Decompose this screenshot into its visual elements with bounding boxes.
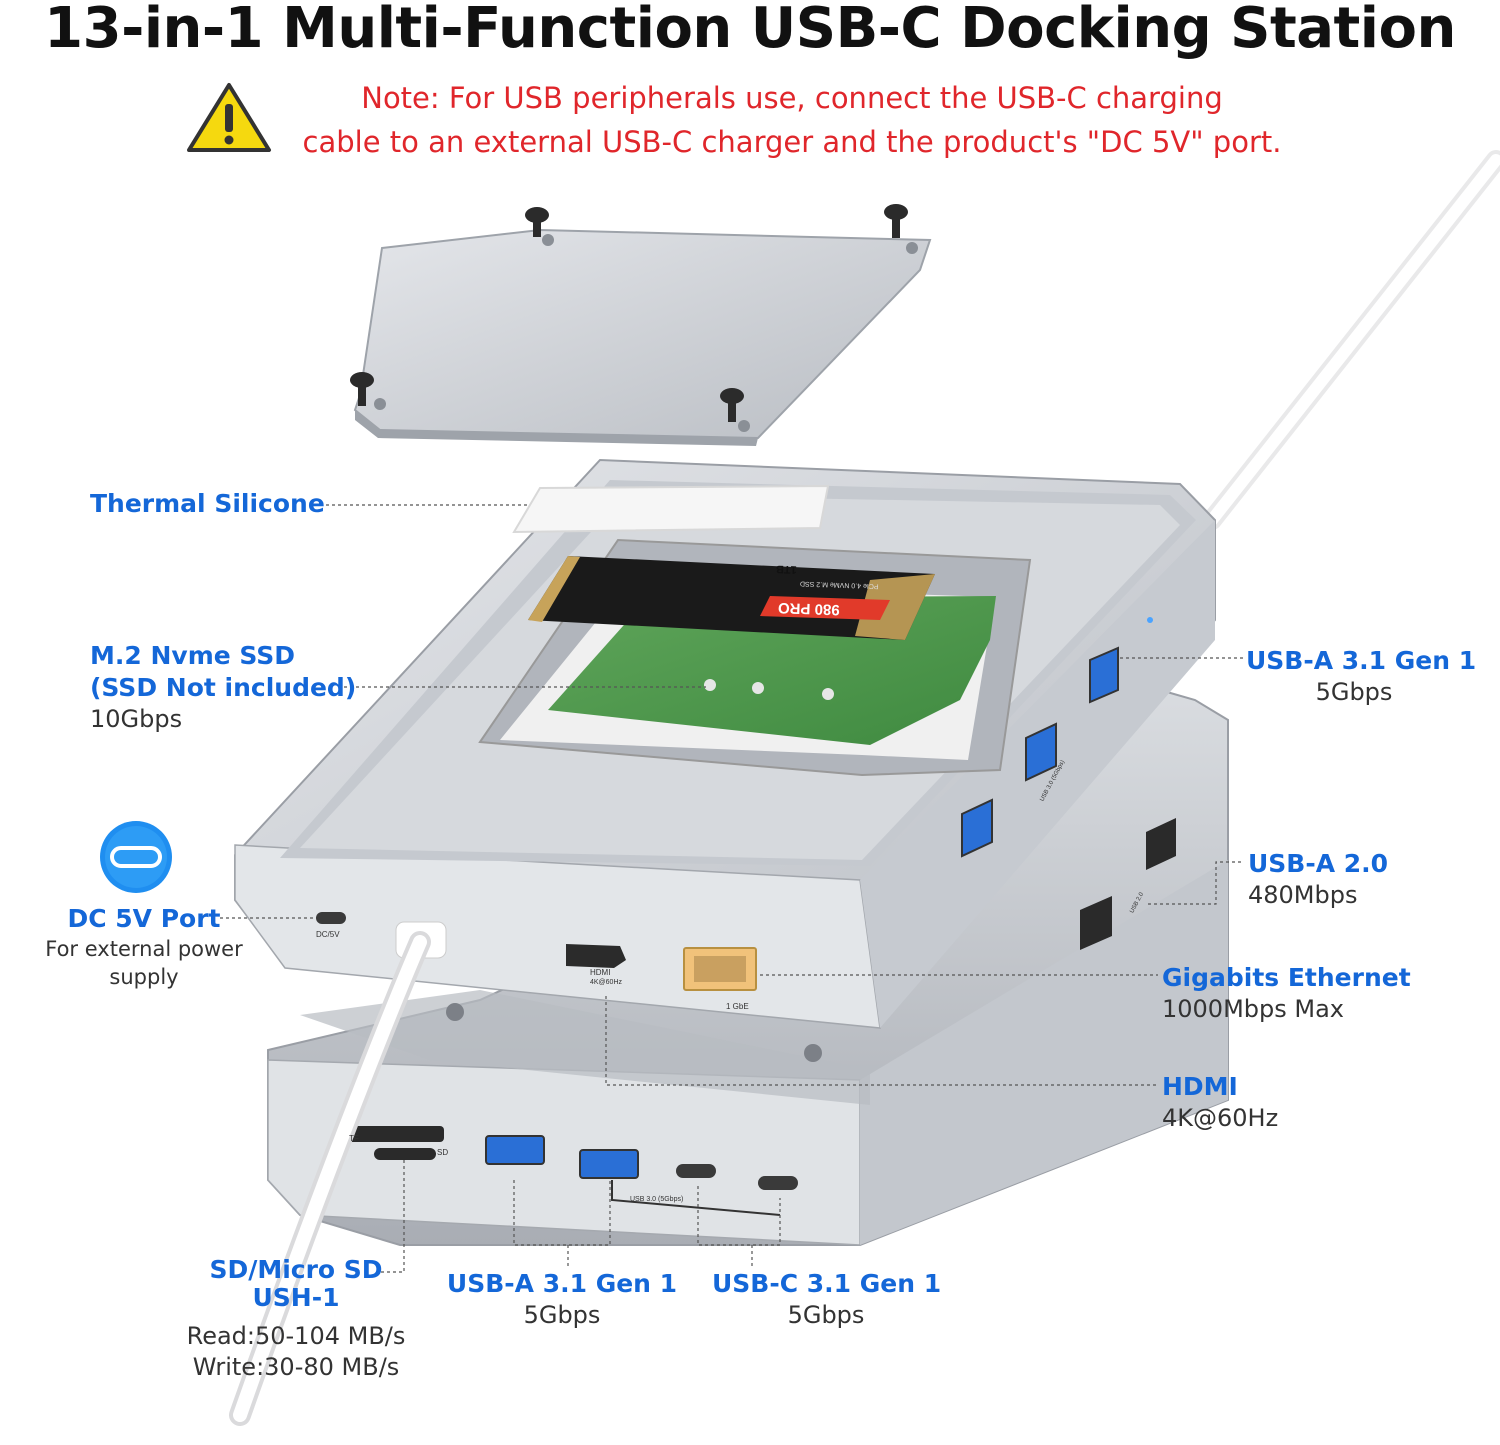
usb-a-port-1 xyxy=(485,1135,545,1165)
hdmi-port xyxy=(566,944,626,968)
screw xyxy=(350,372,374,406)
usba20-title: USB-A 2.0 xyxy=(1248,849,1389,878)
sd-read: Read:50-104 MB/s xyxy=(186,1322,406,1350)
upper-dock-unit xyxy=(234,458,1216,1029)
usbc31-speed: 5Gbps xyxy=(787,1301,865,1329)
label-sd-card: SD/Micro SD USH-1 Read:50-104 MB/s Write… xyxy=(170,1256,422,1382)
usba31-bottom-title: USB-A 3.1 Gen 1 xyxy=(446,1269,678,1298)
sd-slot xyxy=(344,1126,444,1142)
hdmi-speed: 4K@60Hz xyxy=(1162,1104,1279,1132)
label-usb-a31-bottom: USB-A 3.1 Gen 1 5Gbps xyxy=(446,1268,678,1330)
usb-2-port-2 xyxy=(1146,818,1176,870)
usbc31-title: USB-C 3.1 Gen 1 xyxy=(712,1269,942,1298)
ssd-label-stripe xyxy=(760,596,890,620)
label-thermal-silicone: Thermal Silicone xyxy=(90,488,325,520)
label-usb-a20: USB-A 2.0 480Mbps xyxy=(1248,848,1388,910)
usb-c-port-1 xyxy=(676,1164,716,1178)
screw xyxy=(525,207,549,237)
thermal-silicone-pad xyxy=(512,484,830,534)
usb-c-icon xyxy=(100,821,172,893)
hdmi-title: HDMI xyxy=(1162,1072,1238,1101)
ssd-capacity-print: 1TB xyxy=(775,562,797,576)
usb-bottom-print: USB 3.0 (5Gbps) xyxy=(630,1196,684,1203)
usba31-side-speed: 5Gbps xyxy=(1315,678,1393,706)
usage-note: Note: For USB peripherals use, connect t… xyxy=(282,76,1302,164)
leader-lines xyxy=(220,504,1244,1273)
m2-ssd xyxy=(528,556,935,640)
status-led xyxy=(1147,617,1153,623)
dc-title: DC 5V Port xyxy=(67,904,221,933)
tf-print: TF xyxy=(349,1134,359,1143)
sd-title-2: USH-1 xyxy=(252,1283,340,1312)
warning-icon xyxy=(187,83,271,152)
ethernet-title: Gigabits Ethernet xyxy=(1162,963,1411,992)
usba31-side-title: USB-A 3.1 Gen 1 xyxy=(1246,646,1477,675)
usb-c-port-2 xyxy=(758,1176,798,1190)
ssd-title-2: (SSD Not included) xyxy=(90,673,357,702)
usb-a-side-port-3 xyxy=(961,798,993,858)
thermal-title: Thermal Silicone xyxy=(90,489,325,518)
page-title: 13-in-1 Multi-Function USB-C Docking Sta… xyxy=(44,0,1456,61)
bottom-cover-plate xyxy=(350,204,932,446)
screw xyxy=(720,388,744,422)
sd-title-1: SD/Micro SD xyxy=(209,1255,383,1284)
sd-print: SD xyxy=(437,1148,449,1157)
label-dc-5v: DC 5V Port For external power supply xyxy=(30,903,258,991)
ssd-brand-print: 980 PRO xyxy=(777,598,840,619)
dc-port-print: DC/5V xyxy=(316,930,340,939)
ssd-title-1: M.2 Nvme SSD xyxy=(90,641,296,670)
note-line-1: Note: For USB peripherals use, connect t… xyxy=(361,81,1223,115)
usb-a-side-port-1 xyxy=(1089,646,1119,704)
label-m2-ssd: M.2 Nvme SSD (SSD Not included) 10Gbps xyxy=(90,640,356,734)
usb-a-port-2 xyxy=(579,1149,639,1179)
ethernet-print: 1 GbE xyxy=(726,1002,749,1011)
ssd-speed: 10Gbps xyxy=(90,705,183,733)
hdmi-spec-print: 4K@60Hz xyxy=(590,979,623,986)
sd-write: Write:30-80 MB/s xyxy=(192,1353,400,1381)
usba31-bottom-speed: 5Gbps xyxy=(523,1301,601,1329)
hdmi-port-print: HDMI xyxy=(590,968,611,977)
microsd-slot xyxy=(374,1148,436,1160)
label-usb-c31: USB-C 3.1 Gen 1 5Gbps xyxy=(712,1268,942,1330)
usb-2-port-1 xyxy=(1080,896,1112,950)
label-usb-a31-side: USB-A 3.1 Gen 1 5Gbps xyxy=(1246,645,1477,707)
screw xyxy=(884,204,908,238)
dc-sub-1: For external power xyxy=(45,937,243,961)
usba20-speed: 480Mbps xyxy=(1248,881,1358,909)
usb-a-side-port-2 xyxy=(1025,722,1057,782)
label-ethernet: Gigabits Ethernet 1000Mbps Max xyxy=(1162,962,1411,1024)
dc-sub-2: supply xyxy=(109,965,179,989)
note-line-2: cable to an external USB-C charger and t… xyxy=(302,125,1282,159)
ethernet-speed: 1000Mbps Max xyxy=(1162,995,1345,1023)
label-hdmi: HDMI 4K@60Hz xyxy=(1162,1071,1278,1133)
dc-5v-port xyxy=(316,912,346,924)
